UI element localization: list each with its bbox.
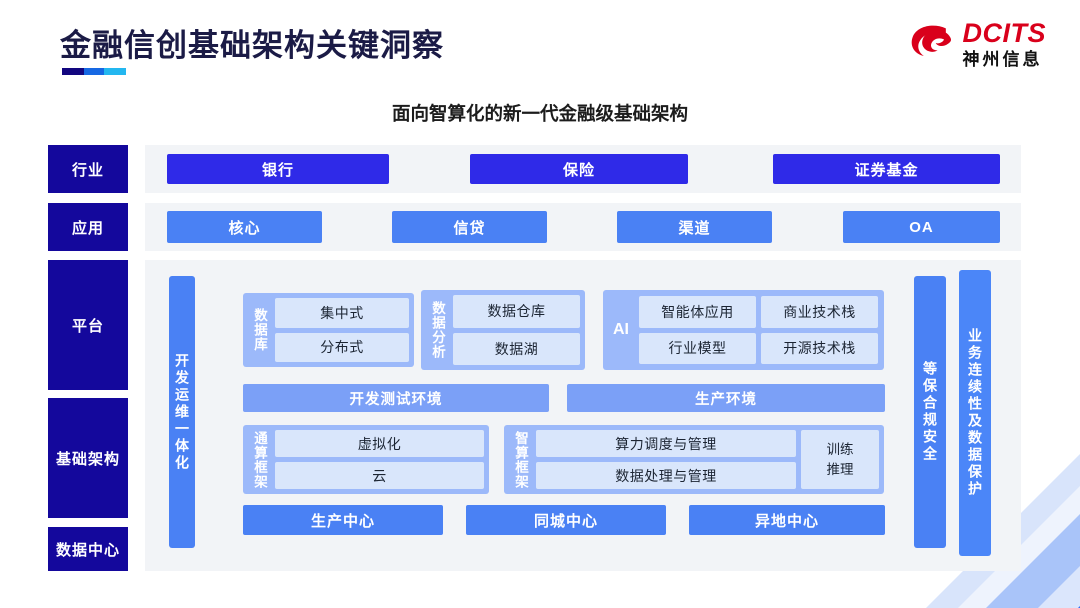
cell-virtualization[interactable]: 虚拟化 [275, 430, 484, 457]
application-chip-oa[interactable]: OA [843, 211, 1000, 243]
datacenter-chip-metro[interactable]: 同城中心 [466, 505, 666, 535]
cell-distributed[interactable]: 分布式 [275, 332, 409, 362]
sidebar-item-industry[interactable]: 行业 [48, 145, 128, 193]
group-intelligent-compute-label: 智算框架 [513, 430, 528, 489]
sidebar-item-infrastructure[interactable]: 基础架构 [48, 398, 128, 518]
industry-chip-bank[interactable]: 银行 [167, 154, 389, 184]
datacenter-chip-remote[interactable]: 异地中心 [689, 505, 885, 535]
application-row: 核心 信贷 渠道 OA [145, 203, 1021, 251]
cell-agent-application[interactable]: 智能体应用 [639, 296, 756, 328]
cell-compute-scheduling-management[interactable]: 算力调度与管理 [536, 430, 796, 457]
group-ai[interactable]: AI 智能体应用 商业技术栈 行业模型 开源技术栈 [603, 290, 884, 370]
group-ai-label: AI [613, 321, 629, 338]
sidebar-item-application[interactable]: 应用 [48, 203, 128, 251]
application-chip-channel[interactable]: 渠道 [617, 211, 772, 243]
vertical-bar-business-continuity[interactable]: 业务连续性及数据保护 [959, 270, 991, 556]
slide-header: 金融信创基础架构关键洞察 DCITS 神州信息 [0, 0, 1080, 92]
sidebar-item-platform[interactable]: 平台 [48, 260, 128, 390]
vertical-bar-security-compliance[interactable]: 等保合规安全 [914, 276, 946, 548]
cell-data-lake[interactable]: 数据湖 [453, 332, 580, 365]
cell-data-warehouse[interactable]: 数据仓库 [453, 295, 580, 328]
inference-label: 推理 [826, 461, 854, 477]
logo-text-en: DCITS [962, 18, 1046, 48]
bar-production-environment[interactable]: 生产环境 [567, 384, 885, 412]
group-general-compute-framework[interactable]: 通算框架 虚拟化 云 [243, 425, 489, 494]
cell-centralized[interactable]: 集中式 [275, 298, 409, 328]
industry-chip-insurance[interactable]: 保险 [470, 154, 688, 184]
logo-text-cn: 神州信息 [962, 50, 1043, 69]
title-accent-bar [62, 68, 126, 75]
brand-logo: DCITS 神州信息 [910, 20, 1047, 68]
page-title: 金融信创基础架构关键洞察 [60, 28, 444, 63]
training-label: 训练 [826, 441, 854, 457]
application-chip-credit[interactable]: 信贷 [392, 211, 547, 243]
cell-open-source-tech-stack[interactable]: 开源技术栈 [761, 332, 878, 364]
bar-dev-test-environment[interactable]: 开发测试环境 [243, 384, 549, 412]
group-database[interactable]: 数据库 集中式 分布式 [243, 293, 414, 367]
sidebar-item-datacenter[interactable]: 数据中心 [48, 527, 128, 571]
cell-cloud[interactable]: 云 [275, 462, 484, 489]
application-chip-core[interactable]: 核心 [167, 211, 322, 243]
vertical-bar-devops[interactable]: 开发运维一体化 [169, 276, 195, 548]
group-intelligent-compute-framework[interactable]: 智算框架 算力调度与管理 数据处理与管理 训练 推理 [504, 425, 884, 494]
cell-industry-model[interactable]: 行业模型 [639, 332, 756, 364]
dcits-swoosh-icon [911, 25, 951, 56]
group-general-compute-label: 通算框架 [252, 430, 267, 489]
group-data-analysis-label: 数据分析 [430, 301, 445, 359]
diagram-subtitle: 面向智算化的新一代金融级基础架构 [391, 103, 688, 124]
cell-data-processing-management[interactable]: 数据处理与管理 [536, 462, 796, 489]
datacenter-chip-production[interactable]: 生产中心 [243, 505, 443, 535]
industry-chip-securities-fund[interactable]: 证券基金 [773, 154, 1000, 184]
cell-training-inference[interactable]: 训练 推理 [801, 430, 879, 489]
group-database-label: 数据库 [252, 308, 267, 352]
group-data-analysis[interactable]: 数据分析 数据仓库 数据湖 [421, 290, 585, 370]
cell-commercial-tech-stack[interactable]: 商业技术栈 [761, 296, 878, 328]
industry-row: 银行 保险 证券基金 [145, 145, 1021, 193]
